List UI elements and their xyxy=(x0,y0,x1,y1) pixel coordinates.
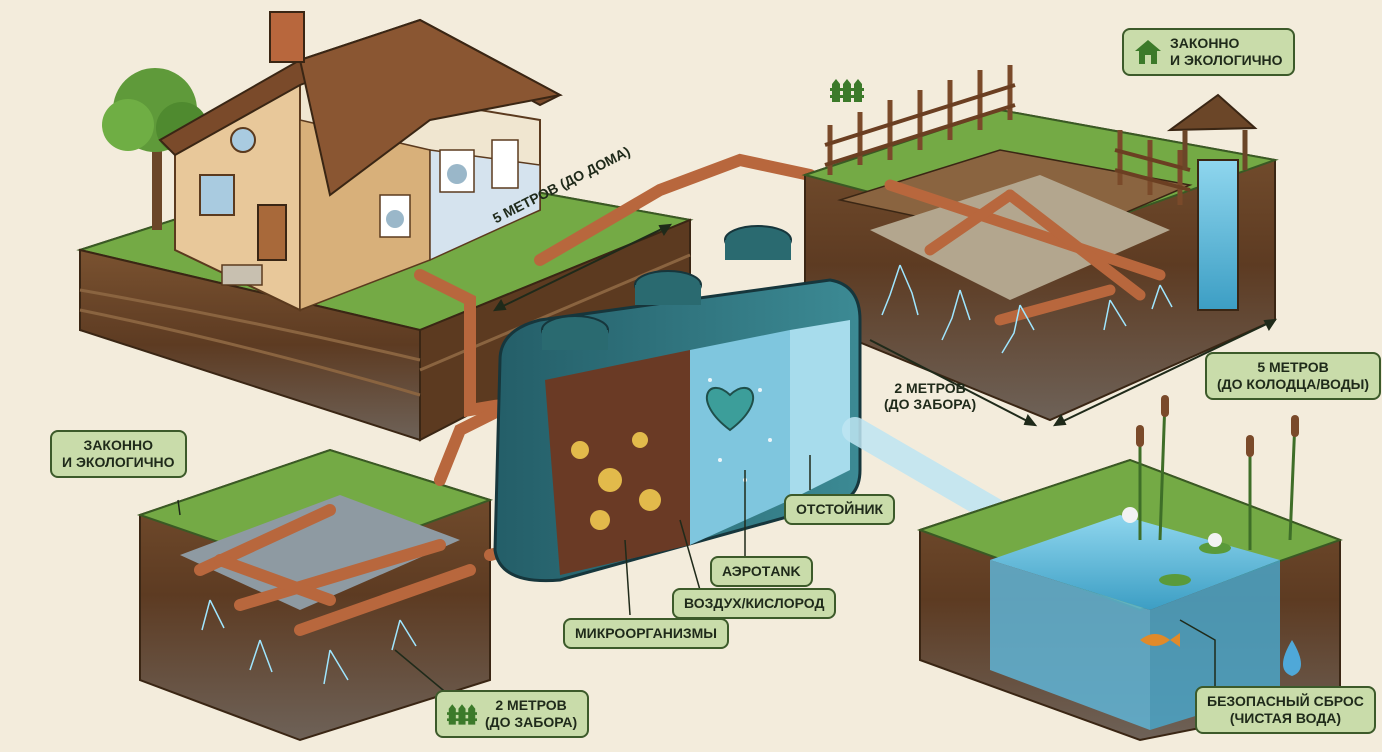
label-air: Воздух/кислород xyxy=(672,588,837,619)
safe-discharge-line2: (чистая вода) xyxy=(1229,710,1342,726)
fence-icon xyxy=(830,79,864,102)
label-fence-2m-mid: 2 метров (до забора) xyxy=(884,380,976,412)
infiltration-field-top xyxy=(801,65,1279,422)
fence-2m-mid-line1: 2 метров xyxy=(894,380,966,396)
fence-icon xyxy=(447,704,477,725)
legal-left-line1: Законно xyxy=(83,437,153,453)
label-well-5m: 5 метров (до колодца/воды) xyxy=(1205,352,1382,400)
legal-top-line1: Законно xyxy=(1170,35,1240,51)
legal-left-line2: и экологично xyxy=(62,454,175,470)
label-legal-top: Законно и экологично xyxy=(1122,28,1295,76)
label-microbes: Микроорганизмы xyxy=(563,618,730,649)
fence-2m-bottom-line2: (до забора) xyxy=(485,714,578,730)
septic-tank xyxy=(493,225,862,583)
distance-arrows xyxy=(492,223,1278,427)
water-drop-icon xyxy=(1283,640,1301,676)
fence-2m-bottom-line1: 2 метров xyxy=(495,697,567,713)
label-safe-discharge: Безопасный сброс (чистая вода) xyxy=(1195,686,1376,734)
label-aerotank: Аэротank xyxy=(710,556,813,587)
label-fence-2m-bottom: 2 метров (до забора) xyxy=(435,690,590,738)
label-legal-left: Законно и экологично xyxy=(50,430,187,478)
house-pipe xyxy=(414,269,476,341)
safe-discharge-line1: Безопасный сброс xyxy=(1207,693,1364,709)
label-settler: Отстойник xyxy=(784,494,896,525)
house-icon xyxy=(1135,40,1161,64)
well-5m-line1: 5 метров xyxy=(1257,359,1329,375)
infiltration-field-bottom xyxy=(136,448,494,742)
outflow-pipe xyxy=(842,417,1023,533)
well-5m-line2: (до колодца/воды) xyxy=(1217,376,1370,392)
house xyxy=(158,11,563,312)
top-pipe xyxy=(534,153,816,266)
legal-top-line2: и экологично xyxy=(1170,52,1283,68)
fence-2m-mid-line2: (до забора) xyxy=(884,396,977,412)
